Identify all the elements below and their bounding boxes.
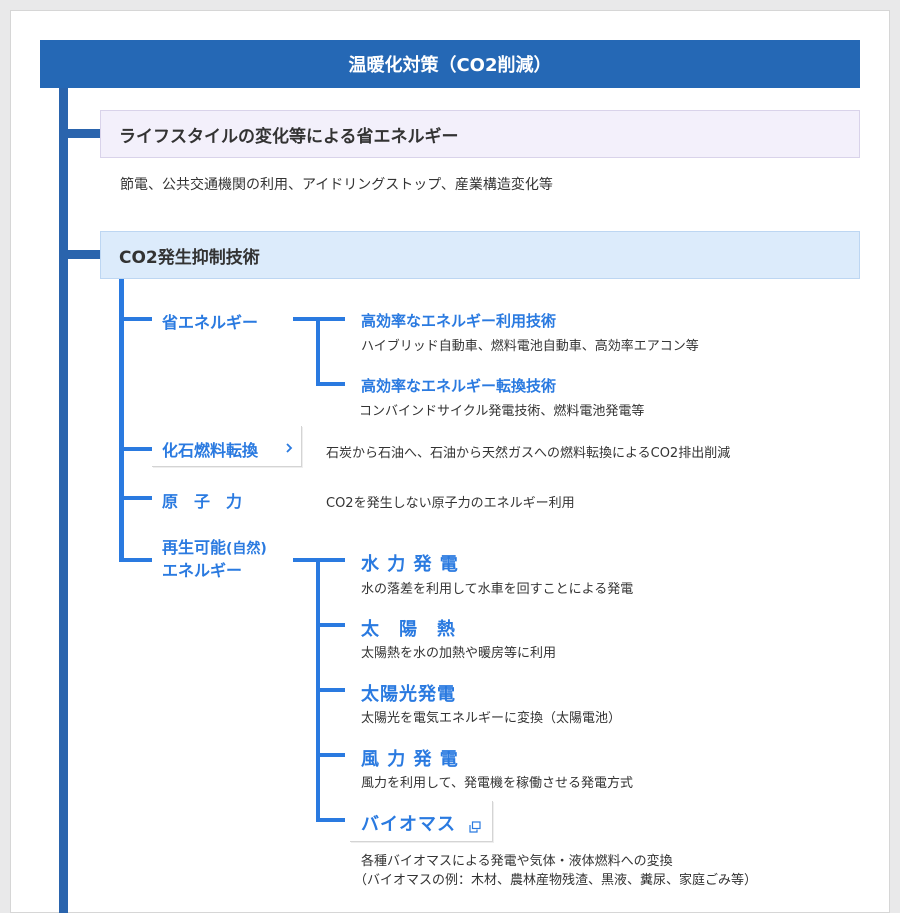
renewable-branch-biomass	[316, 818, 345, 822]
branch-renewable	[124, 558, 152, 562]
renewable-label-paren: (自然)	[226, 541, 267, 557]
wind-desc: 風力を利用して、発電機を稼働させる発電方式	[361, 776, 633, 791]
fuel-switch-link[interactable]	[152, 426, 302, 467]
branch-nuclear	[124, 496, 152, 500]
biomass-desc: 各種バイオマスによる発電や気体・液体燃料への変換	[361, 854, 673, 869]
renewable-label-line1: 再生可能	[162, 538, 227, 557]
category-fuel-switch[interactable]: 化石燃料転換	[162, 441, 259, 460]
chevron-right-icon	[284, 440, 294, 454]
solar-heat-title: 太 陽 熱	[361, 619, 456, 640]
branch-lifestyle	[68, 129, 100, 138]
lifestyle-description: 節電、公共交通機関の利用、アイドリングストップ、産業構造変化等	[120, 177, 553, 193]
renewable-label-line2: エネルギー	[162, 561, 243, 580]
diagram-title: 温暖化対策（CO2削減）	[40, 40, 860, 88]
fuel-switch-desc: 石炭から石油へ、石油から天然ガスへの燃料転換によるCO2排出削減	[326, 446, 731, 461]
section-lifestyle-title: ライフスタイルの変化等による省エネルギー	[119, 126, 459, 147]
main-trunk-line	[59, 88, 68, 913]
nuclear-desc: CO2を発生しない原子力のエネルギー利用	[326, 496, 575, 511]
section-co2-tech: CO2発生抑制技術	[100, 231, 860, 279]
energy-conversion-tech-desc: コンバインドサイクル発電技術、燃料電池発電等	[359, 404, 645, 419]
external-link-icon	[469, 818, 481, 833]
category-energy-saving: 省エネルギー	[162, 313, 259, 332]
renewable-branch-solar-pv	[316, 688, 345, 692]
energy-saving-sub-branch-2	[316, 382, 345, 386]
energy-use-tech-desc: ハイブリッド自動車、燃料電池自動車、高効率エアコン等	[361, 339, 699, 354]
branch-energy-saving	[124, 317, 152, 321]
wind-title: 風 力 発 電	[361, 749, 459, 770]
biomass-link[interactable]	[350, 801, 493, 842]
hydro-title: 水 力 発 電	[361, 554, 459, 575]
biomass-title[interactable]: バイオマス	[361, 814, 456, 835]
section-co2-tech-title: CO2発生抑制技術	[119, 247, 260, 268]
biomass-examples: （バイオマスの例：木材、農林産物残渣、黒液、糞尿、家庭ごみ等）	[354, 873, 758, 888]
tech-trunk-line	[119, 279, 124, 562]
section-lifestyle: ライフスタイルの変化等による省エネルギー	[100, 110, 860, 158]
branch-fuel-switch	[124, 447, 152, 451]
energy-use-tech-title: 高効率なエネルギー利用技術	[361, 312, 557, 330]
solar-pv-title: 太陽光発電	[361, 684, 456, 705]
energy-conversion-tech-title: 高効率なエネルギー転換技術	[361, 377, 557, 395]
hydro-desc: 水の落差を利用して水車を回すことによる発電	[361, 582, 634, 597]
renewable-branch-solar-heat	[316, 623, 345, 627]
category-nuclear: 原 子 力	[162, 492, 243, 511]
renewable-branch-wind	[316, 753, 345, 757]
energy-saving-subtrunk	[316, 317, 320, 386]
solar-heat-desc: 太陽熱を水の加熱や暖房等に利用	[361, 646, 557, 661]
branch-tech	[68, 250, 100, 259]
solar-pv-desc: 太陽光を電気エネルギーに変換（太陽電池）	[361, 711, 622, 726]
diagram-card	[10, 10, 890, 913]
category-renewable: 再生可能(自然) エネルギー	[162, 537, 267, 582]
